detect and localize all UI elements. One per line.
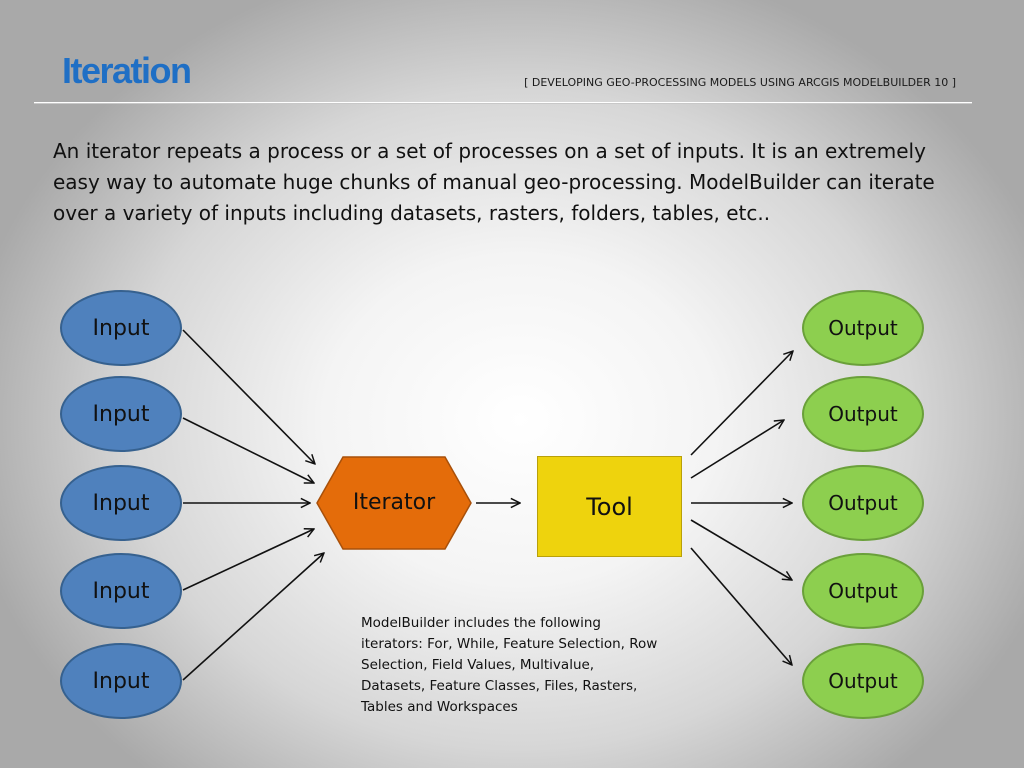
output-node-label: Output [828, 669, 898, 693]
output-node-label: Output [828, 316, 898, 340]
input-node-label: Input [92, 490, 150, 516]
tool-label: Tool [586, 492, 633, 521]
iterator-node: Iterator [316, 456, 472, 550]
input-node-label: Input [92, 668, 150, 694]
iterators-note: ModelBuilder includes the following iter… [361, 615, 658, 715]
header-divider [34, 102, 972, 103]
output-node-label: Output [828, 491, 898, 515]
arrow-input-4-to-iterator [182, 529, 314, 591]
iterator-label: Iterator [352, 489, 436, 515]
input-node: Input [60, 553, 182, 629]
arrow-input-2-to-iterator [182, 417, 314, 483]
output-node-label: Output [828, 579, 898, 603]
input-node: Input [60, 465, 182, 541]
input-node-label: Input [92, 401, 150, 427]
arrow-tool-to-output-5 [690, 547, 792, 665]
input-node-label: Input [92, 578, 150, 604]
output-node: Output [802, 290, 924, 366]
arrow-input-1-to-iterator [182, 329, 315, 464]
hexagon-shape [316, 456, 472, 550]
output-node: Output [802, 376, 924, 452]
arrow-tool-to-output-1 [690, 351, 793, 456]
arrow-input-5-to-iterator [182, 553, 324, 681]
arrow-tool-to-output-4 [690, 519, 792, 580]
intro-paragraph: An iterator repeats a process or a set o… [53, 139, 935, 225]
output-node: Output [802, 465, 924, 541]
arrow-tool-to-output-2 [690, 420, 784, 479]
input-node: Input [60, 643, 182, 719]
input-node: Input [60, 376, 182, 452]
tool-node: Tool [537, 456, 682, 557]
output-node-label: Output [828, 402, 898, 426]
slide-title: Iteration [62, 50, 192, 91]
output-node: Output [802, 643, 924, 719]
slide-subtitle: [ DEVELOPING GEO-PROCESSING MODELS USING… [524, 76, 956, 89]
input-node: Input [60, 290, 182, 366]
input-node-label: Input [92, 315, 150, 341]
output-node: Output [802, 553, 924, 629]
